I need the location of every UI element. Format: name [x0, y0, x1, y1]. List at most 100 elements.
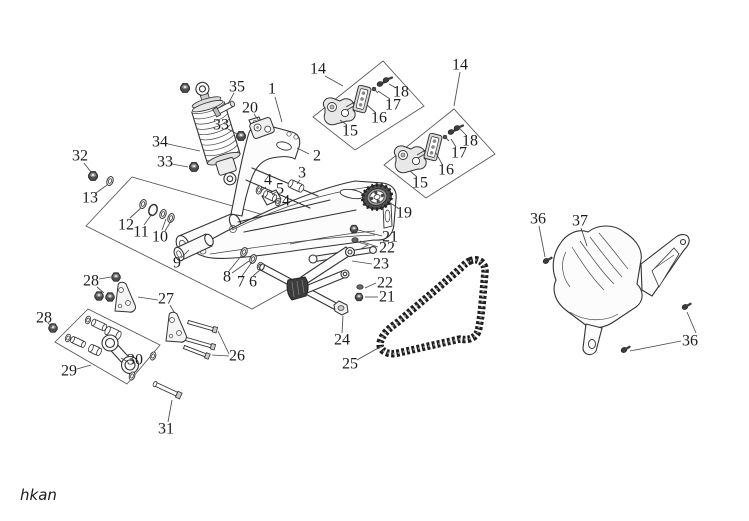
leader-line-5: [271, 191, 277, 196]
part-callout-22: 22: [379, 240, 395, 257]
leader-line-29: [76, 364, 92, 370]
part-callout-28: 28: [36, 310, 52, 327]
bolt-31: [152, 380, 183, 400]
bolts-26: [182, 319, 219, 360]
washer-22-upper: [351, 237, 359, 243]
part-callout-34: 34: [152, 134, 168, 151]
nut-28a: [111, 272, 121, 282]
part-callout-7: 7: [237, 274, 245, 291]
leader-line-2: [296, 147, 310, 155]
part-callout-33: 33: [157, 154, 173, 171]
shock-bolt: [212, 100, 236, 118]
drive-chain: [376, 256, 489, 358]
leader-line-26: [211, 354, 230, 357]
leader-line-6: [252, 268, 262, 277]
leader-line-10: [164, 220, 172, 232]
nut-32: [88, 171, 98, 181]
part-callout-16: 16: [371, 110, 387, 127]
part-callout-10: 10: [152, 229, 168, 246]
part-callout-15: 15: [412, 175, 428, 192]
leader-line-15: [339, 119, 348, 126]
bolt-36a: [541, 254, 555, 266]
leader-line-3: [296, 179, 301, 185]
bolt-36b: [680, 300, 694, 312]
part-callout-24: 24: [334, 332, 350, 349]
nut-28-top: [180, 83, 190, 93]
leader-line-28: [47, 322, 53, 328]
part-callout-35: 35: [229, 79, 245, 96]
nut-33-upper: [236, 131, 246, 141]
bolt-36c: [619, 343, 633, 355]
chain-stay-arm: [286, 246, 377, 301]
part-callout-33: 33: [213, 117, 229, 134]
part-callout-25: 25: [342, 356, 358, 373]
washer-10a: [158, 208, 168, 220]
leader-line-28: [98, 276, 112, 280]
washer-13: [105, 175, 115, 187]
leader-line-8: [228, 254, 243, 272]
part-callout-36: 36: [530, 211, 546, 228]
part-callout-36: 36: [682, 333, 698, 350]
leader-line-21: [357, 229, 383, 237]
leader-line-31: [167, 399, 173, 423]
bushing-3: [287, 179, 305, 193]
rear-fender: [552, 225, 690, 356]
part-callout-14: 14: [310, 61, 326, 78]
part-callout-5: 5: [276, 181, 284, 198]
part-callout-14: 14: [452, 57, 468, 74]
part-callout-8: 8: [223, 269, 231, 286]
part-callout-2: 2: [313, 148, 321, 165]
part-callout-12: 12: [118, 217, 134, 234]
part-callout-28: 28: [83, 273, 99, 290]
shock-absorber: [191, 81, 241, 186]
leader-line-35: [227, 92, 235, 105]
washer-22-lower: [356, 284, 364, 290]
bracket-27a: [114, 281, 136, 313]
leader-line-33: [171, 163, 189, 168]
part-callout-16: 16: [438, 162, 454, 179]
part-callout-21: 21: [382, 229, 398, 246]
nut-21-lower: [354, 292, 364, 302]
leader-line-10: [161, 218, 167, 231]
group-boundary-linkage: [54, 308, 161, 385]
leader-line-36: [686, 311, 697, 334]
leader-line-28: [96, 286, 105, 294]
watermark-text: hkan: [20, 486, 57, 504]
part-callout-18: 18: [393, 84, 409, 101]
leader-line-1: [274, 96, 283, 123]
shock-mount-bracket: [249, 117, 275, 139]
leader-line-7: [241, 261, 253, 277]
leader-line-18: [388, 83, 397, 89]
leader-line-34: [167, 143, 201, 152]
part-callout-18: 18: [462, 133, 478, 150]
leader-line-22: [364, 282, 377, 289]
part-callout-30: 30: [127, 352, 143, 369]
bushing-5: [262, 190, 278, 202]
leader-line-32: [83, 162, 92, 173]
part-callout-21: 21: [379, 289, 395, 306]
leader-line-25: [356, 346, 381, 361]
part-callout-6: 6: [249, 274, 257, 291]
part-callout-11: 11: [133, 224, 148, 241]
nut-21-upper: [349, 224, 359, 234]
sprocket: [360, 183, 394, 211]
part-callout-23: 23: [373, 256, 389, 273]
part-callout-17: 17: [385, 97, 401, 114]
chain-adjuster-group-2: [384, 109, 495, 198]
part-callout-31: 31: [158, 421, 174, 438]
part-callout-13: 13: [82, 190, 98, 207]
part-callout-19: 19: [396, 205, 412, 222]
part-callout-27: 27: [158, 291, 174, 308]
part-callout-4: 4: [264, 172, 272, 189]
leader-line-22: [359, 240, 379, 248]
leader-line-16: [435, 152, 443, 165]
leader-line-4: [260, 186, 267, 192]
leader-line-20: [253, 113, 260, 122]
leader-line-36: [538, 225, 546, 258]
leader-line-17: [450, 138, 457, 148]
part-callout-3: 3: [298, 165, 306, 182]
leader-line-24: [341, 315, 344, 334]
